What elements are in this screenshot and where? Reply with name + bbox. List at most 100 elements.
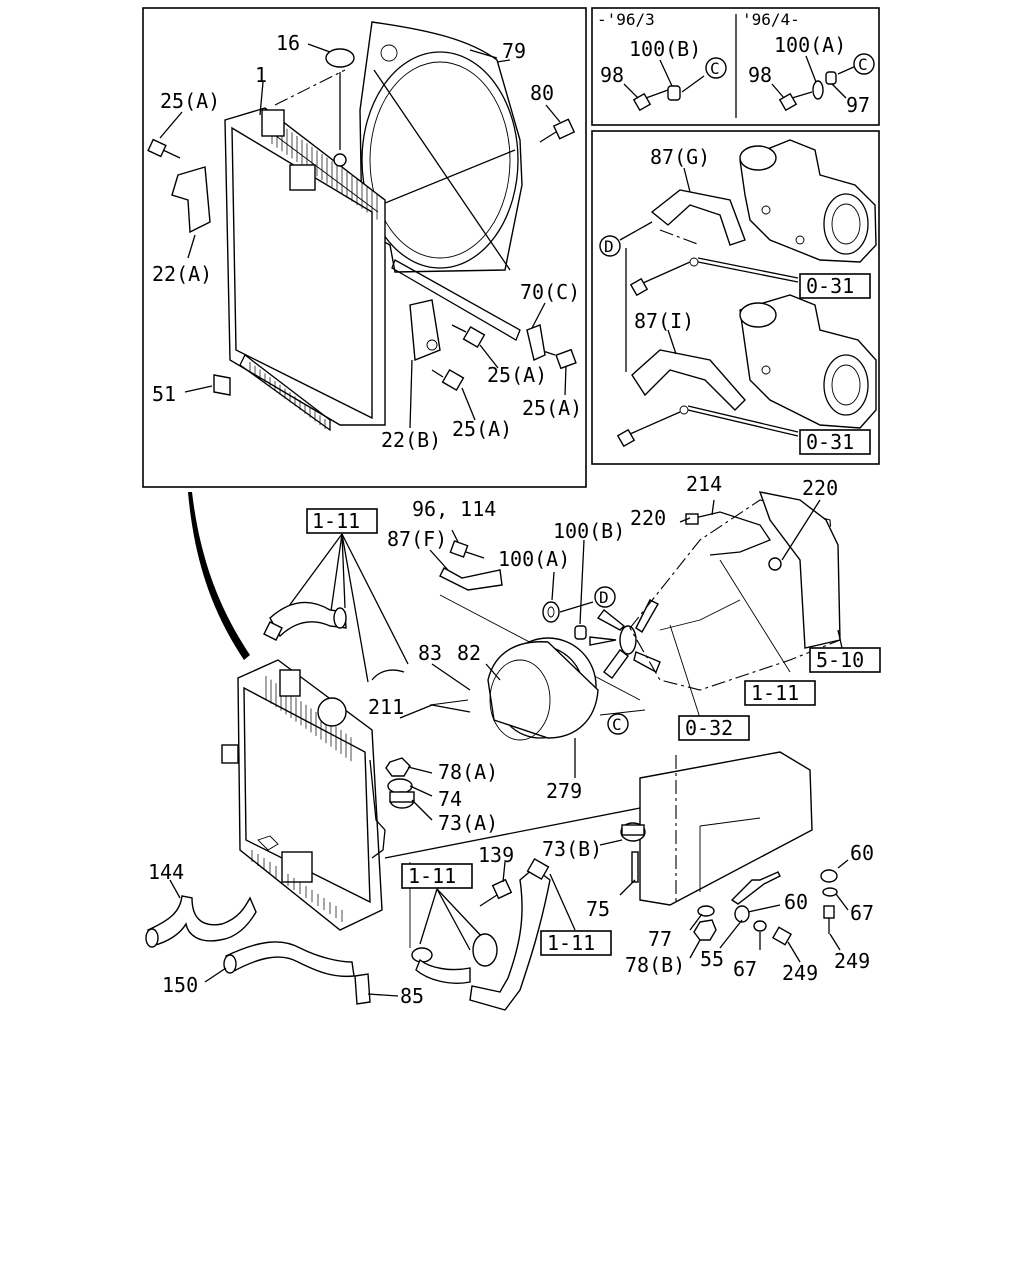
label-22a: 22(A) [152, 262, 212, 286]
ref-111-c: 1-11 [408, 864, 456, 888]
fan-drawing [589, 599, 661, 679]
label-82: 82 [457, 641, 481, 665]
label-220-left: 220 [630, 506, 666, 530]
label-87f: 87(F) [387, 527, 447, 551]
cover-5-10-drawing [758, 491, 841, 649]
bracket-87g-drawing [650, 189, 746, 246]
label-249-mid: 249 [782, 961, 818, 985]
ref-111-b: 1-11 [751, 681, 799, 705]
shroud-ring-drawing [487, 637, 599, 741]
label-22b: 22(B) [381, 428, 441, 452]
label-96-114: 96, 114 [412, 497, 496, 521]
label-85: 85 [400, 984, 424, 1008]
bracket-22b-drawing [409, 299, 441, 361]
brackets-panel: 87(G) D 0-31 87(I) 0-31 [591, 130, 880, 465]
label-d-bracket: D [604, 237, 614, 256]
label-67-mid: 67 [733, 957, 757, 981]
ref-box-111-b [744, 680, 816, 706]
label-211: 211 [368, 695, 404, 719]
variant-left-parts [623, 57, 727, 112]
mounts-a-drawing [385, 757, 415, 809]
label-25a-mid: 25(A) [487, 363, 547, 387]
label-80: 80 [530, 81, 554, 105]
ref-box-032 [678, 715, 750, 741]
label-144: 144 [148, 860, 184, 884]
label-d-assembly: D [599, 588, 609, 607]
ref-111-d: 1-11 [547, 931, 595, 955]
ref-032: 0-32 [685, 716, 733, 740]
ref-box-111-c [401, 863, 473, 889]
ref-510: 5-10 [816, 648, 864, 672]
label-60-mid: 60 [784, 890, 808, 914]
ref-111-a: 1-11 [312, 509, 360, 533]
label-60-right: 60 [850, 841, 874, 865]
label-139: 139 [478, 843, 514, 867]
label-25a-right: 25(A) [522, 396, 582, 420]
label-25a-low: 25(A) [452, 417, 512, 441]
pipe-214 [685, 511, 771, 556]
label-79: 79 [502, 39, 526, 63]
ref-031-a: 0-31 [806, 274, 854, 298]
shroud-drawing [359, 21, 523, 341]
label-100b-variant: 100(B) [629, 37, 701, 61]
label-83: 83 [418, 641, 442, 665]
ref-box-111-d [540, 930, 612, 956]
bolt-25a-low [431, 368, 476, 421]
label-c-left: C [710, 59, 720, 78]
label-100a-variant: 100(A) [774, 33, 846, 57]
variant-right-parts [771, 53, 875, 112]
clip-85-drawing [354, 973, 371, 1005]
hose-144-drawing [147, 895, 257, 947]
label-249-right: 249 [834, 949, 870, 973]
variants-panel: -'96/3 '96/4- 100(B) 98 C 100(A) [591, 7, 880, 126]
housing-upper-drawing [739, 139, 877, 263]
bolt-25a-left [147, 138, 181, 159]
label-73a: 73(A) [438, 811, 498, 835]
label-1: 1 [255, 63, 267, 87]
bracket-87i-drawing [631, 349, 746, 411]
period-right: '96/4- [742, 10, 800, 29]
housing-lower-drawing [739, 294, 877, 429]
ref-box-031-a [799, 273, 871, 299]
ref-box-031-b [799, 429, 871, 455]
bracket-22a-drawing [171, 166, 211, 234]
radiator-core-drawing [224, 69, 386, 432]
label-87g: 87(G) [650, 145, 710, 169]
hose-150-drawing [225, 941, 355, 978]
label-c-right: C [858, 55, 868, 74]
ref-box-510 [809, 647, 881, 673]
label-100a: 100(A) [498, 547, 570, 571]
label-75: 75 [586, 897, 610, 921]
label-55: 55 [700, 947, 724, 971]
label-220-right: 220 [802, 476, 838, 500]
label-98-right: 98 [748, 63, 772, 87]
label-98-left: 98 [600, 63, 624, 87]
label-c-assembly: C [612, 715, 622, 734]
label-51: 51 [152, 382, 176, 406]
ref-031-b: 0-31 [806, 430, 854, 454]
radiator-lower-drawing [221, 659, 386, 931]
label-67-right: 67 [850, 901, 874, 925]
label-74: 74 [438, 787, 462, 811]
label-78a: 78(A) [438, 760, 498, 784]
drain-51-drawing [213, 374, 231, 396]
bolt-25a-right [539, 348, 577, 396]
frame-rail-drawing [384, 751, 813, 948]
bracket-87f-drawing [439, 567, 503, 591]
label-16: 16 [276, 31, 300, 55]
label-78b: 78(B) [625, 953, 685, 977]
label-73b: 73(B) [542, 837, 602, 861]
label-77: 77 [648, 927, 672, 951]
label-100b: 100(B) [553, 519, 625, 543]
period-left: -'96/3 [597, 10, 655, 29]
label-279: 279 [546, 779, 582, 803]
label-150: 150 [162, 973, 198, 997]
label-97: 97 [846, 93, 870, 117]
assembly-arc [188, 492, 250, 660]
bolt-25a-mid [451, 324, 499, 369]
lower-hose-drawing [469, 867, 551, 1011]
cap-part [325, 48, 355, 68]
label-214: 214 [686, 472, 722, 496]
clip-70c-drawing [526, 324, 546, 361]
